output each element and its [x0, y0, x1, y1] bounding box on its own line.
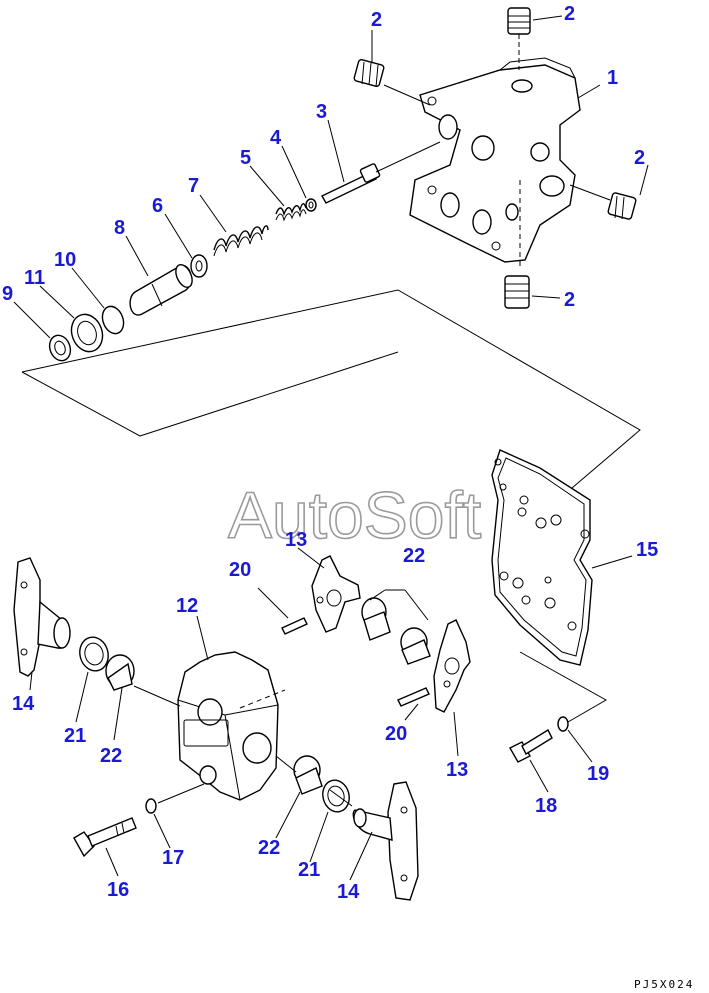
- callout-1: 1: [607, 67, 618, 89]
- bracket-part-14-left: [13, 557, 71, 677]
- callout-20-lower: 20: [385, 723, 407, 745]
- pin-part-20-upper: [281, 617, 308, 635]
- callout-11: 11: [24, 267, 45, 289]
- callout-14-right: 14: [337, 881, 360, 903]
- bracket-part-14-right: [329, 781, 419, 901]
- callout-10: 10: [54, 249, 76, 271]
- spring-part-5: [275, 203, 307, 222]
- pin-part-20-lower: [397, 687, 430, 707]
- retainer-part-4: [305, 198, 317, 212]
- callout-2-right: 2: [634, 147, 645, 169]
- piston-part-8: [129, 264, 193, 316]
- callout-8: 8: [114, 217, 125, 239]
- callout-15: 15: [636, 539, 658, 561]
- callout-17: 17: [162, 847, 184, 869]
- plug-part-2-bottom: [504, 275, 530, 309]
- callout-5: 5: [240, 147, 251, 169]
- callout-21-left: 21: [64, 725, 86, 747]
- plug-part-2-right: [569, 184, 637, 220]
- bolt-part-16: [73, 817, 137, 858]
- callout-13-upper: 13: [285, 529, 307, 551]
- leader-lines: [13, 15, 649, 881]
- lever-part-13-lower: [433, 619, 471, 713]
- plug-part-2-top: [507, 7, 531, 70]
- callout-7: 7: [188, 175, 199, 197]
- callout-4: 4: [270, 127, 282, 149]
- cap-part-11: [70, 313, 104, 353]
- callout-18: 18: [535, 795, 557, 817]
- callout-20-upper: 20: [229, 559, 251, 581]
- callout-22-left: 22: [100, 745, 122, 767]
- callout-21-lower: 21: [298, 859, 320, 881]
- callout-19: 19: [587, 763, 609, 785]
- callout-2-bottom: 2: [564, 289, 575, 311]
- bushing-part-22-left: [105, 654, 181, 707]
- washer-part-17: [145, 783, 205, 814]
- assembly-connector-line-left: [21, 371, 141, 437]
- lever-part-13-upper: [311, 555, 361, 633]
- callout-labels: 1 2 2 2 2 3 4 5 7 6 8 10 11 9 12 13 13 2…: [2, 3, 658, 903]
- spool-part-3: [321, 141, 441, 204]
- gasket-part-15: [491, 449, 593, 666]
- callout-2-top-right: 2: [564, 3, 575, 25]
- bushing-part-21-lower: [322, 779, 350, 813]
- assembly-connector-line: [21, 289, 641, 489]
- ring-part-9: [48, 334, 72, 362]
- bushing-part-21-left: [79, 636, 109, 672]
- callout-3: 3: [316, 101, 327, 123]
- oring-part-10: [101, 305, 125, 335]
- callout-2-top-left: 2: [371, 9, 382, 31]
- retainer-part-6: [190, 254, 208, 278]
- callout-14-left: 14: [12, 693, 35, 715]
- callout-12: 12: [176, 595, 198, 617]
- callout-22-lower: 22: [258, 837, 280, 859]
- bolt-part-18: [509, 729, 553, 763]
- washer-part-19: [519, 651, 608, 732]
- callout-6: 6: [152, 195, 163, 217]
- plug-part-2-left: [353, 58, 431, 106]
- valve-body-part-1: [409, 57, 581, 270]
- valve-block-part-12: [177, 651, 286, 801]
- bushing-part-22-lower: [275, 755, 323, 795]
- drawing-code: PJ5X024: [634, 978, 694, 991]
- callout-16: 16: [107, 879, 129, 901]
- callout-9: 9: [2, 283, 13, 305]
- watermark-text: AutoSoft: [228, 478, 481, 552]
- assembly-connector-line-bottom: [139, 351, 399, 437]
- callout-22-upper: 22: [403, 545, 425, 567]
- bushing-part-22-upper: [361, 589, 431, 665]
- callout-13-lower: 13: [446, 759, 468, 781]
- spring-part-7: [213, 225, 269, 257]
